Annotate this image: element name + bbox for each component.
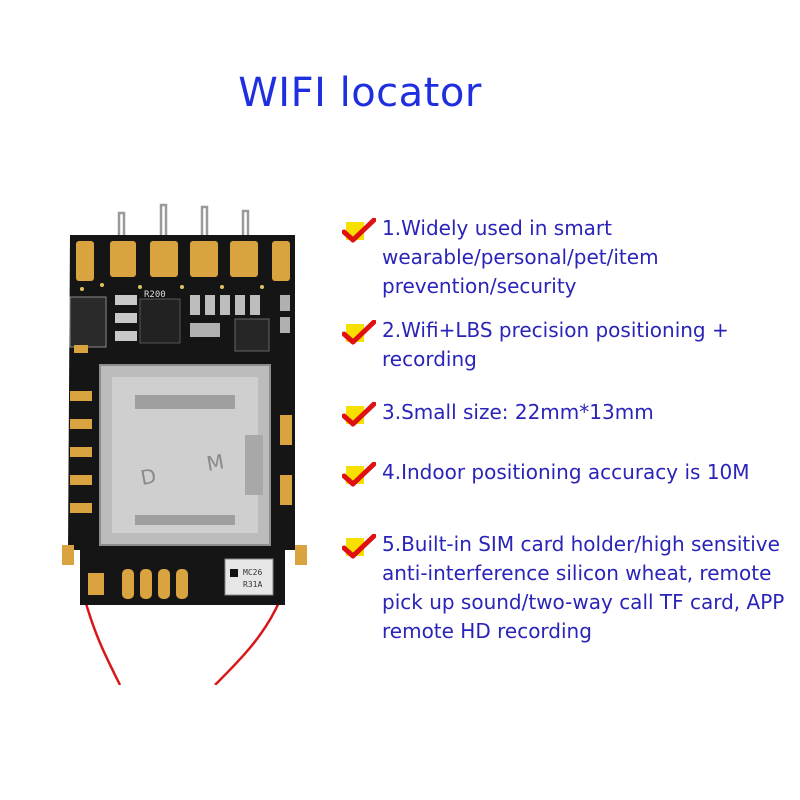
bottom-gold-pads xyxy=(88,569,188,599)
small-ic xyxy=(234,318,270,352)
sim-mark-d: D xyxy=(139,464,158,490)
pcb-module-image: R200 D M xyxy=(62,203,307,685)
top-gold-pads xyxy=(76,241,290,281)
check-icon xyxy=(342,534,376,559)
check-icon xyxy=(342,462,376,487)
mic-label-2: R31A xyxy=(243,580,262,589)
page-title: WIFI locator xyxy=(238,70,482,116)
check-icon xyxy=(342,320,376,345)
power-ic xyxy=(69,296,107,348)
feature-item: 4.Indoor positioning accuracy is 10M xyxy=(342,458,792,487)
feature-text: 1.Widely used in smart wearable/personal… xyxy=(382,216,659,298)
feature-text: 3.Small size: 22mm*13mm xyxy=(382,400,654,424)
feature-item: 1.Widely used in smart wearable/personal… xyxy=(342,214,792,301)
sim-mark-m: M xyxy=(205,449,226,476)
header-pins xyxy=(117,203,250,235)
feature-item: 5.Built-in SIM card holder/high sensitiv… xyxy=(342,530,792,646)
feature-text: 5.Built-in SIM card holder/high sensitiv… xyxy=(382,532,785,643)
sim-card-holder: D M xyxy=(99,364,271,546)
chip-label: R200 xyxy=(144,290,166,300)
check-icon xyxy=(342,402,376,427)
mic-label-1: MC26 xyxy=(243,568,262,577)
feature-text: 4.Indoor positioning accuracy is 10M xyxy=(382,460,750,484)
microphone-component: MC26 R31A xyxy=(224,558,274,596)
feature-item: 2.Wifi+LBS precision positioning + recor… xyxy=(342,316,792,374)
side-gold-pads xyxy=(62,391,307,565)
main-chip: R200 xyxy=(139,290,181,344)
feature-item: 3.Small size: 22mm*13mm xyxy=(342,398,792,427)
feature-text: 2.Wifi+LBS precision positioning + recor… xyxy=(382,318,729,371)
red-wire-left xyxy=(83,599,122,685)
red-wire-right xyxy=(214,599,282,685)
check-icon xyxy=(342,218,376,243)
